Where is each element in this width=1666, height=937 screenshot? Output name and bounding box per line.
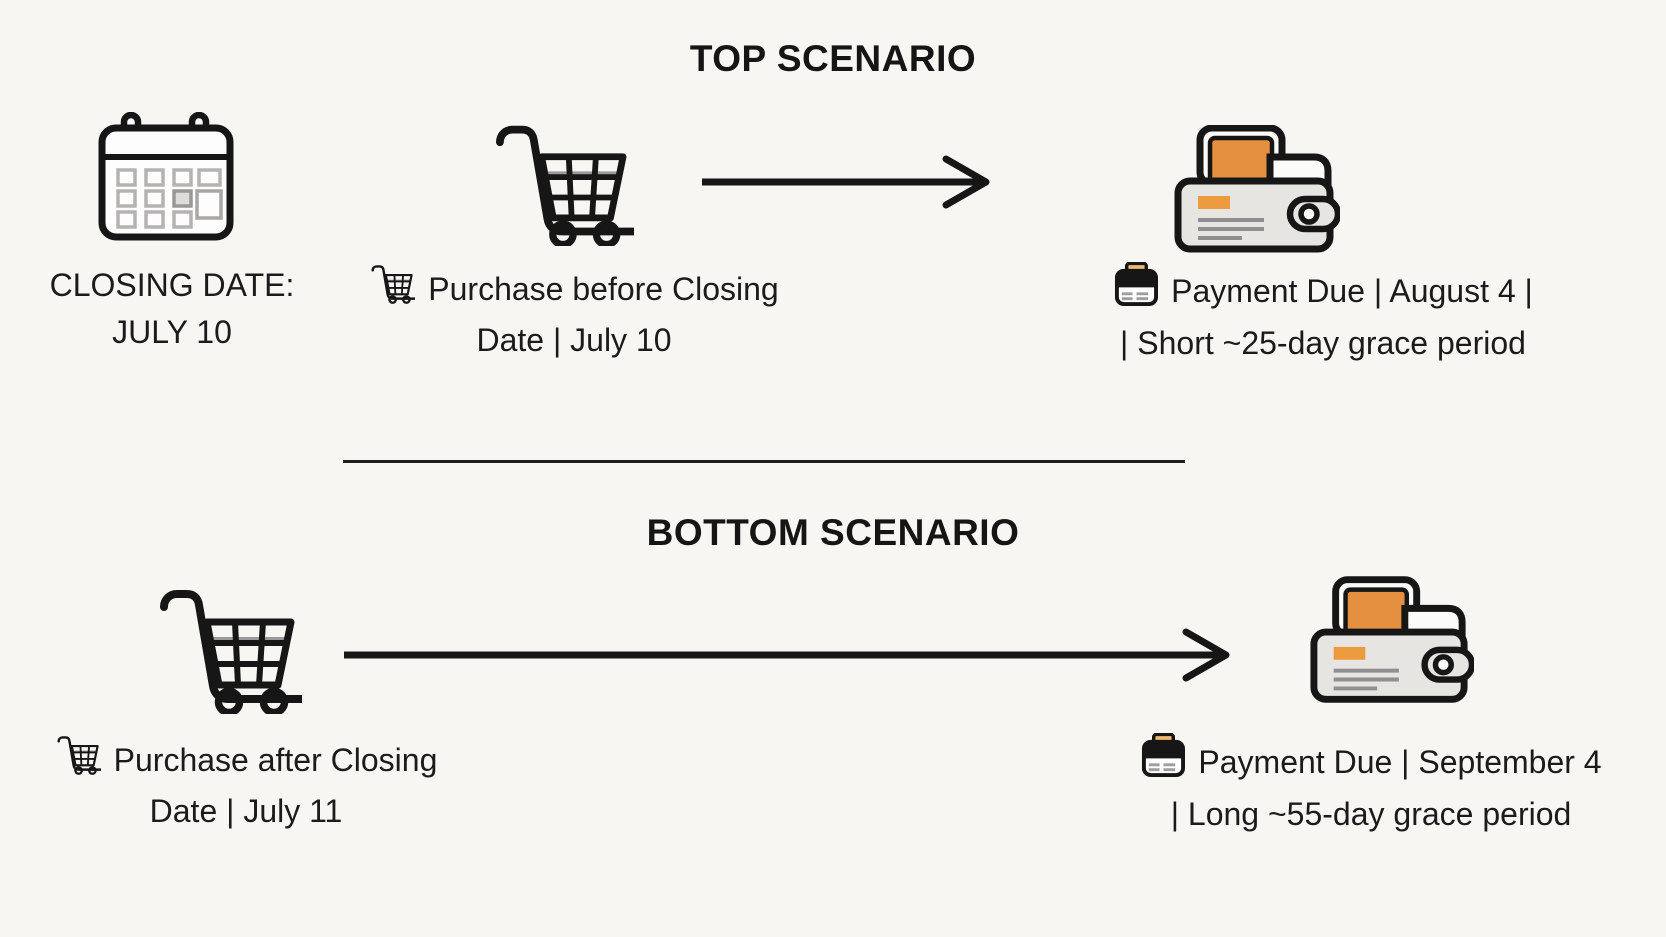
shopping-cart-icon bbox=[369, 262, 419, 317]
purchase-before-line1: Purchase before Closing bbox=[428, 271, 779, 307]
right-arrow-icon bbox=[342, 625, 1232, 690]
purchase-before-label: Purchase before Closing Date | July 10 bbox=[358, 262, 790, 364]
wallet-icon bbox=[1170, 125, 1340, 258]
closing-date-line1: CLOSING DATE: bbox=[49, 267, 295, 303]
wallet-card-icon bbox=[1140, 732, 1186, 791]
calendar-icon bbox=[96, 112, 236, 247]
purchase-after-line1: Purchase after Closing bbox=[113, 742, 438, 778]
closing-date-label: CLOSING DATE: JULY 10 bbox=[22, 262, 322, 356]
payment-due-top-line1: Payment Due | August 4 | bbox=[1171, 272, 1533, 309]
purchase-after-label: Purchase after Closing Date | July 11 bbox=[31, 733, 461, 835]
payment-due-top-line2: | Short ~25-day grace period bbox=[1120, 325, 1526, 361]
wallet-card-icon bbox=[1113, 261, 1159, 320]
shopping-cart-icon bbox=[152, 582, 302, 719]
shopping-cart-icon bbox=[488, 118, 634, 251]
bottom-scenario-heading: BOTTOM SCENARIO bbox=[646, 512, 1020, 553]
purchase-after-line2: Date | July 11 bbox=[149, 793, 343, 829]
purchase-before-line2: Date | July 10 bbox=[476, 322, 672, 358]
top-scenario-heading: TOP SCENARIO bbox=[689, 38, 977, 79]
scenario-divider bbox=[343, 460, 1185, 463]
payment-due-top-label: Payment Due | August 4 | | Short ~25-day… bbox=[1033, 261, 1613, 367]
payment-due-bottom-label: Payment Due | September 4 | Long ~55-day… bbox=[1081, 732, 1661, 838]
payment-due-bottom-line2: | Long ~55-day grace period bbox=[1170, 796, 1572, 832]
shopping-cart-icon bbox=[55, 733, 104, 788]
wallet-icon bbox=[1306, 573, 1474, 712]
payment-due-bottom-line1: Payment Due | September 4 bbox=[1198, 743, 1602, 780]
right-arrow-icon bbox=[700, 152, 992, 217]
closing-date-line2: JULY 10 bbox=[112, 314, 232, 350]
